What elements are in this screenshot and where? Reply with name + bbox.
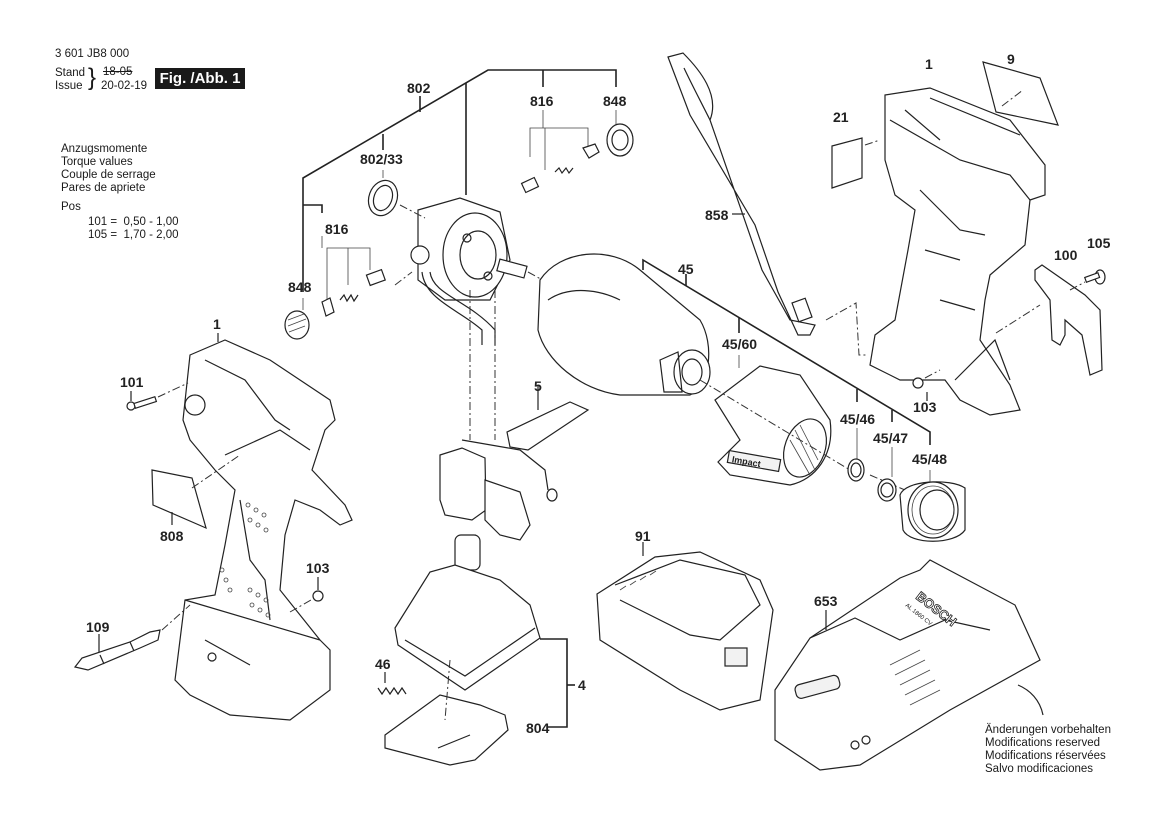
part-label-101: 101 <box>120 374 144 390</box>
brace-icon: } <box>88 64 97 91</box>
torque-heading-es: Pares de apriete <box>61 182 146 194</box>
label-21 <box>831 137 863 189</box>
part-label-46: 46 <box>375 656 391 672</box>
housing-half-left <box>174 339 353 721</box>
part-label-21: 21 <box>833 109 849 125</box>
part-label-109: 109 <box>86 619 110 635</box>
part-label-848-top: 848 <box>603 93 627 109</box>
part-label-808: 808 <box>160 528 184 544</box>
part-label-45-60: 45/60 <box>722 336 758 352</box>
part-label-100: 100 <box>1054 247 1078 263</box>
part-label-45-46: 45/46 <box>840 411 876 427</box>
battery-contact-plate <box>384 694 509 766</box>
screw-105 <box>1083 269 1106 285</box>
part-label-802-33: 802/33 <box>360 151 403 167</box>
motor <box>394 197 549 345</box>
part-label-802: 802 <box>407 80 431 96</box>
direction-switch <box>506 401 590 451</box>
torque-heading-en: Torque values <box>61 156 133 168</box>
torque-pos: 105 <box>88 229 108 241</box>
screwdriver-bit <box>73 629 161 671</box>
torque-range: 1,70 - 2,00 <box>123 229 179 241</box>
brush-cap-848-top <box>606 123 634 157</box>
figure-label: Fig. /Abb. 1 <box>155 68 245 89</box>
part-label-45: 45 <box>678 261 694 277</box>
nut-103-right <box>912 377 924 389</box>
leader-45-group <box>642 258 931 486</box>
belt-clip <box>1034 264 1103 376</box>
nose-cover-45-60: Impact <box>714 365 832 486</box>
housing-half-right <box>869 87 1046 416</box>
part-label-1-left: 1 <box>213 316 221 332</box>
part-label-1-right: 1 <box>925 56 933 72</box>
label-808 <box>151 469 207 530</box>
part-label-103-right: 103 <box>913 399 937 415</box>
issue-date: 20-02-19 <box>101 80 148 92</box>
part-label-804: 804 <box>526 720 550 736</box>
brush-set-816-left <box>321 268 386 317</box>
old-stand-date: 18-05 <box>103 66 133 78</box>
brush-cap-848-left <box>284 310 310 340</box>
trigger-switch <box>439 290 558 541</box>
torque-range: 0,50 - 1,00 <box>123 216 179 228</box>
switch-base <box>394 534 541 691</box>
battery-pack <box>596 551 774 711</box>
torque-heading-de: Anzugsmomente <box>61 143 148 155</box>
gear-housing <box>537 253 711 396</box>
part-label-91: 91 <box>635 528 651 544</box>
part-label-103-left: 103 <box>306 560 330 576</box>
notice-fr: Modifications réservées <box>985 750 1106 762</box>
torque-pos-105: 105 = 1,70 - 2,00 <box>88 229 179 241</box>
leader-4-group <box>540 638 568 728</box>
part-label-816-left: 816 <box>325 221 349 237</box>
part-label-5: 5 <box>534 378 542 394</box>
part-label-4: 4 <box>578 677 586 693</box>
torque-heading-fr: Couple de serrage <box>61 169 156 181</box>
part-label-9: 9 <box>1007 51 1015 67</box>
torque-pos: 101 <box>88 216 108 228</box>
sleeve-45-48 <box>899 481 966 542</box>
part-label-653: 653 <box>814 593 838 609</box>
stand-label: Stand <box>55 67 86 79</box>
part-label-45-48: 45/48 <box>912 451 948 467</box>
part-label-816-top: 816 <box>530 93 554 109</box>
label-9 <box>982 61 1059 126</box>
screw-101 <box>126 395 158 411</box>
part-label-848-left: 848 <box>288 279 312 295</box>
pos-label: Pos <box>61 201 81 213</box>
impact-brand-mark: Impact <box>731 454 761 469</box>
ring-45-46 <box>847 458 865 482</box>
wrist-strap <box>667 52 816 336</box>
spring-46 <box>377 686 407 696</box>
part-label-105: 105 <box>1087 235 1111 251</box>
notice-de: Änderungen vorbehalten <box>985 724 1111 736</box>
issue-label: Issue <box>55 80 83 92</box>
notice-en: Modifications reserved <box>985 737 1101 749</box>
charger: BOSCH AL 1860 CV <box>774 559 1044 771</box>
torque-pos-101: 101 = 0,50 - 1,00 <box>88 216 179 228</box>
part-label-858: 858 <box>705 207 729 223</box>
leader-802-group <box>302 69 617 310</box>
ring-802-33 <box>367 179 399 217</box>
part-number: 3 601 JB8 000 <box>55 48 130 60</box>
part-label-45-47: 45/47 <box>873 430 909 446</box>
brush-set-816-top <box>520 143 600 194</box>
notice-es: Salvo modificaciones <box>985 763 1094 775</box>
nut-103-left <box>312 590 324 602</box>
